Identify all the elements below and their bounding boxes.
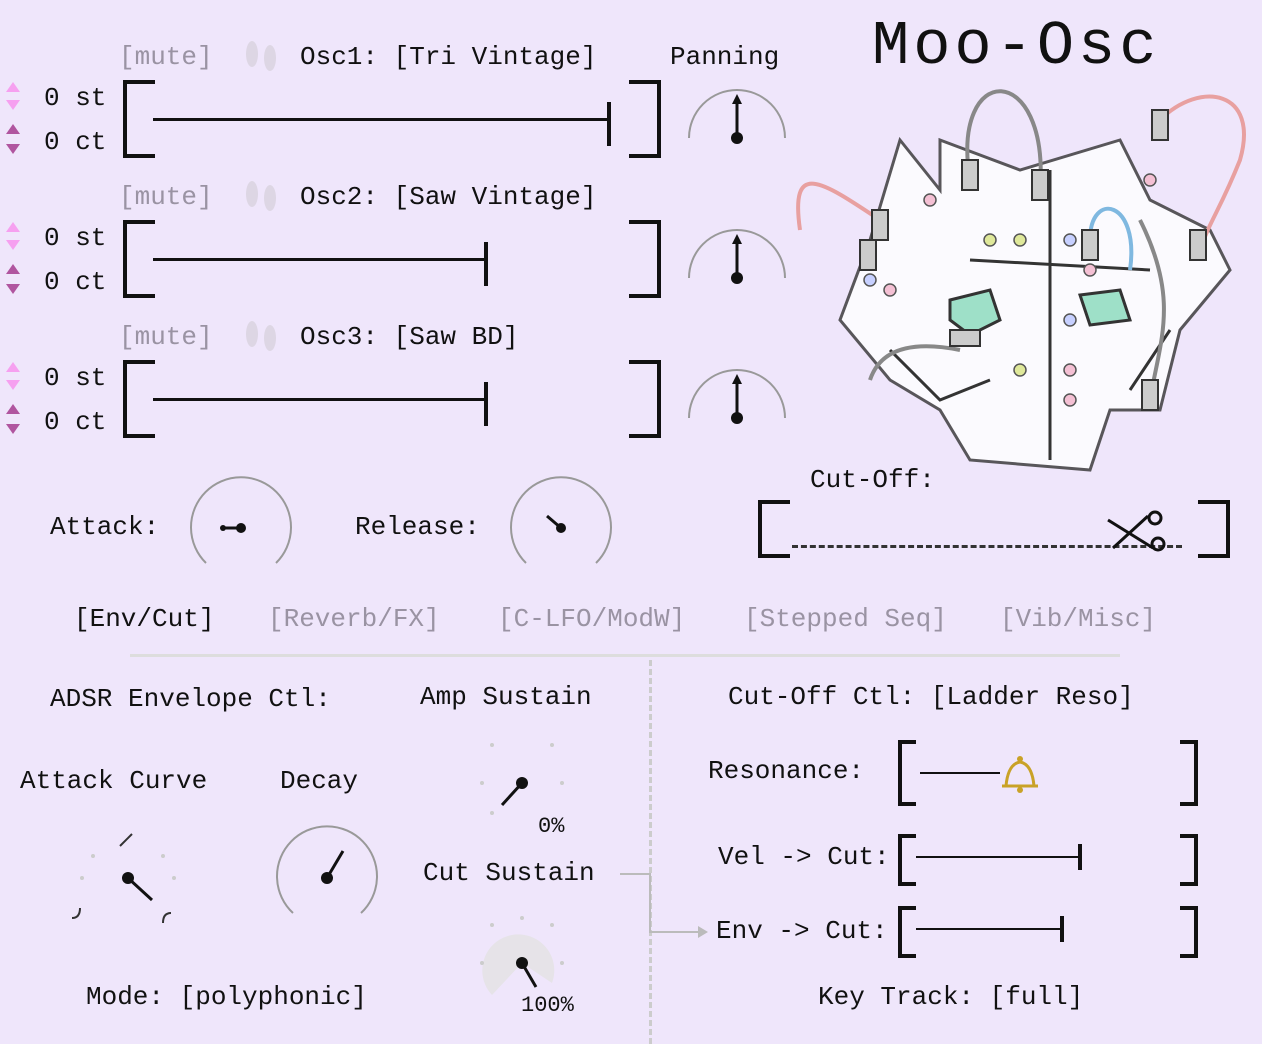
mute-toggle[interactable]: [mute] [119,322,213,352]
vel-cut-slider[interactable] [898,834,1198,886]
semitone-stepper[interactable] [5,80,21,112]
tab-divider [130,654,1120,657]
resonance-slider[interactable] [898,740,1198,806]
mute-toggle[interactable]: [mute] [119,182,213,212]
footprints-icon[interactable] [238,34,284,78]
cent-stepper[interactable] [5,262,21,296]
cutoff-ctl-heading[interactable]: Cut-Off Ctl: [Ladder Reso] [728,682,1134,712]
cut-sustain-connector [620,873,708,938]
cent-stepper[interactable] [5,122,21,156]
panning-label: Panning [670,42,780,72]
osc-waveform-selector[interactable]: Osc2: [Saw Vintage] [300,182,597,212]
cent-value: 0 ct [44,267,107,297]
release-knob[interactable] [510,476,612,578]
amp-sustain-value: 0% [538,814,565,839]
tab-stepped-seq[interactable]: [Stepped Seq] [744,604,947,634]
app-title: Moo-Osc [872,11,1161,82]
decay-label: Decay [280,766,359,796]
amp-sustain-knob[interactable] [472,733,572,833]
cent-value: 0 ct [44,127,107,157]
scissors-icon [1107,510,1166,552]
attack-curve-knob[interactable] [71,828,178,928]
bell-icon [1002,756,1038,793]
osc-level-slider[interactable] [123,80,661,160]
vel-cut-label: Vel -> Cut: [718,842,890,872]
decay-knob[interactable] [276,825,378,928]
resonance-label: Resonance: [708,756,865,786]
osc-level-slider[interactable] [123,360,661,440]
semitone-stepper[interactable] [5,360,21,392]
cut-sustain-label: Cut Sustain [423,858,595,888]
footprints-icon[interactable] [238,174,284,218]
osc-level-slider[interactable] [123,220,661,300]
panning-knob[interactable] [687,228,787,288]
semitone-value: 0 st [44,83,107,113]
key-track-selector[interactable]: Key Track: [full] [818,982,1084,1012]
modular-synth-illustration [796,89,1246,472]
mute-toggle[interactable]: [mute] [119,42,213,72]
attack-label: Attack: [50,512,160,542]
cut-sustain-knob[interactable] [472,913,572,1013]
cent-value: 0 ct [44,407,107,437]
release-label: Release: [355,512,480,542]
cutoff-slider[interactable] [758,500,1230,558]
adsr-heading: ADSR Envelope Ctl: [50,684,331,714]
cut-sustain-value: 100% [521,993,574,1018]
amp-sustain-label: Amp Sustain [420,682,592,712]
tab-c-lfo-modw[interactable]: [C-LFO/ModW] [498,604,686,634]
semitone-stepper[interactable] [5,220,21,252]
env-cut-label: Env -> Cut: [716,916,888,946]
panning-knob[interactable] [687,88,787,148]
semitone-value: 0 st [44,223,107,253]
attack-knob[interactable] [190,476,292,578]
mode-selector[interactable]: Mode: [polyphonic] [86,982,367,1012]
osc-waveform-selector[interactable]: Osc3: [Saw BD] [300,322,519,352]
tab-env-cut[interactable]: [Env/Cut] [74,604,215,634]
osc-waveform-selector[interactable]: Osc1: [Tri Vintage] [300,42,597,72]
env-cut-slider[interactable] [898,906,1198,958]
panning-knob[interactable] [687,368,787,428]
tab-vib-misc[interactable]: [Vib/Misc] [1000,604,1157,634]
semitone-value: 0 st [44,363,107,393]
cutoff-label: Cut-Off: [810,465,935,495]
attack-curve-label: Attack Curve [20,766,208,796]
cent-stepper[interactable] [5,402,21,436]
footprints-icon[interactable] [238,314,284,358]
section-divider [649,660,652,1044]
tab-reverb-fx[interactable]: [Reverb/FX] [268,604,440,634]
